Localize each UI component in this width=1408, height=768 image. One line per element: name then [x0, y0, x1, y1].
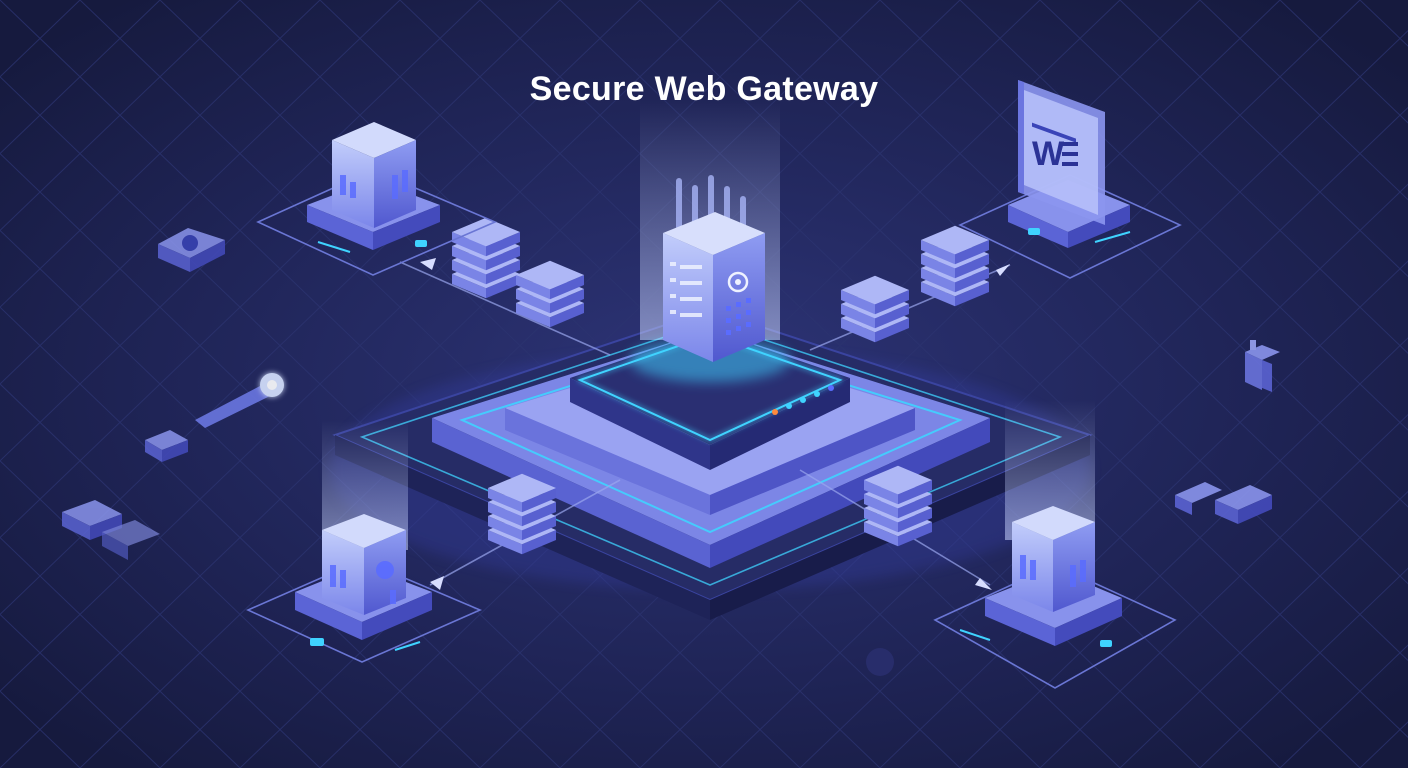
document-badge: W — [1032, 135, 1065, 173]
server-stack — [516, 260, 584, 328]
server-stack — [488, 473, 556, 555]
floating-blocks-left — [62, 430, 188, 560]
server-slab — [488, 473, 556, 513]
floor-dot — [866, 648, 894, 676]
floating-chip-left — [158, 228, 225, 272]
top-right-document-node: W — [958, 80, 1182, 279]
server-stack — [864, 465, 932, 547]
bottom-right-node — [933, 400, 1177, 689]
server-slab — [921, 225, 989, 265]
server-slab — [516, 260, 584, 300]
server-stack — [921, 225, 989, 307]
server-stack-group — [452, 217, 989, 555]
server-slab — [864, 465, 932, 505]
floating-l-block-right — [1175, 482, 1272, 524]
server-stack — [452, 217, 520, 299]
link-arrows — [420, 258, 1010, 590]
server-slab — [452, 217, 520, 257]
bottom-left-node — [246, 420, 483, 663]
diagram-title: Secure Web Gateway — [529, 70, 879, 108]
floating-key-light — [195, 373, 284, 428]
status-led-icon — [415, 240, 427, 247]
server-slab — [841, 275, 909, 315]
server-stack — [841, 275, 909, 343]
floating-block-right — [1245, 340, 1280, 392]
gateway-server-tower — [630, 100, 790, 382]
top-left-node — [256, 122, 498, 276]
